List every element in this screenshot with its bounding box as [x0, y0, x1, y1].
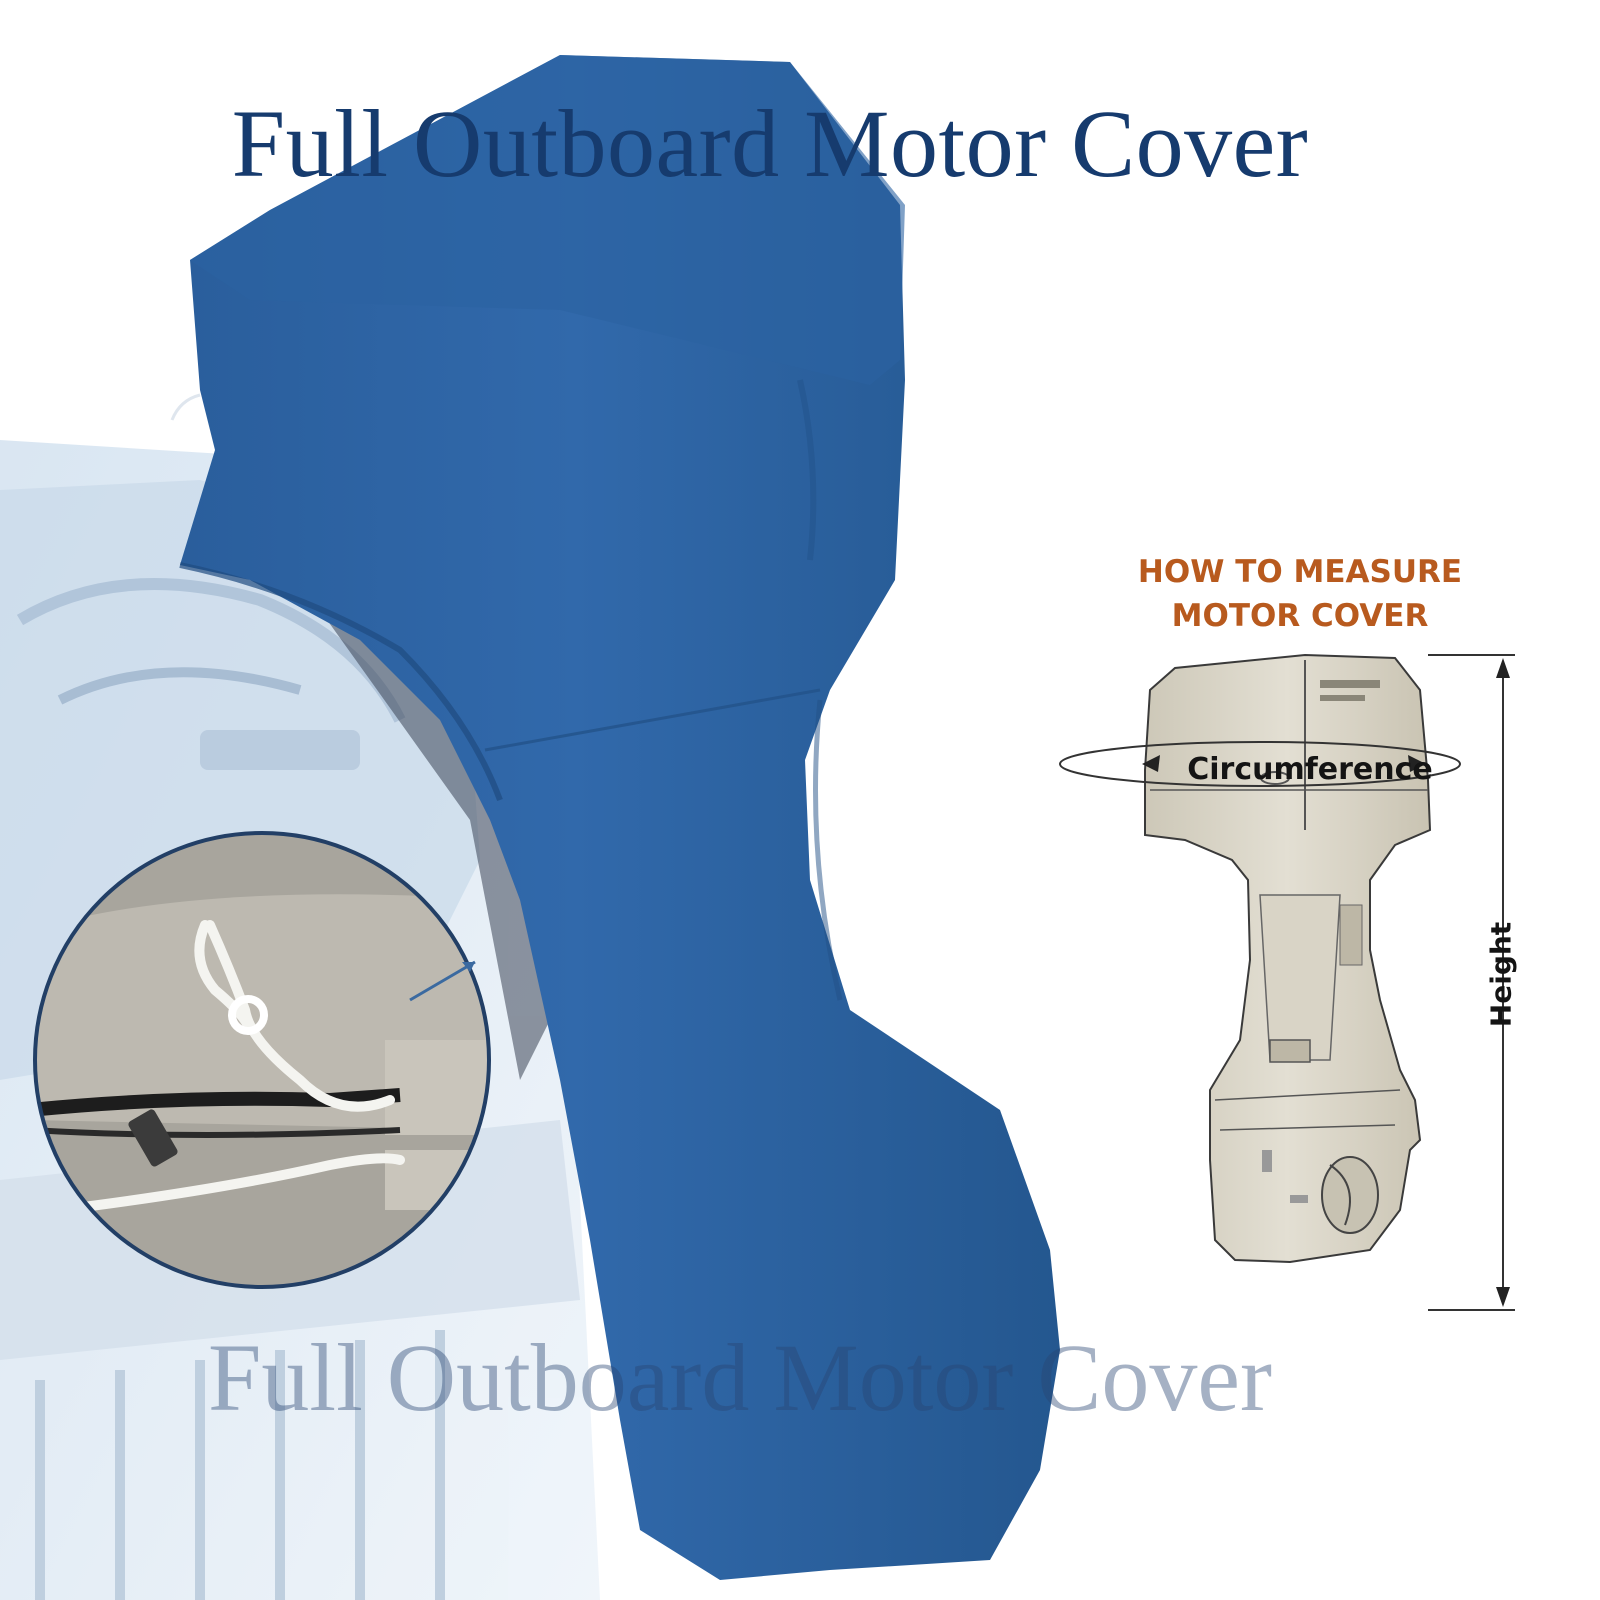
- measure-heading-line2: MOTOR COVER: [1171, 598, 1429, 634]
- measure-heading: HOW TO MEASURE MOTOR COVER: [1110, 550, 1490, 638]
- circumference-indicator: [1059, 741, 1461, 787]
- circumference-label: Circumference: [1187, 752, 1433, 787]
- product-title-watermark: Full Outboard Motor Cover: [208, 1324, 1272, 1431]
- motor-cover-image: [170, 55, 1060, 1580]
- height-indicator: [1428, 654, 1515, 1311]
- measure-heading-line1: HOW TO MEASURE: [1137, 554, 1463, 590]
- detail-inset-zipper: [33, 831, 491, 1289]
- engine-shadow: [320, 610, 560, 1080]
- product-title: Full Outboard Motor Cover: [231, 90, 1309, 197]
- height-label: Height: [1484, 921, 1518, 1028]
- measure-diagram: [1144, 653, 1432, 1264]
